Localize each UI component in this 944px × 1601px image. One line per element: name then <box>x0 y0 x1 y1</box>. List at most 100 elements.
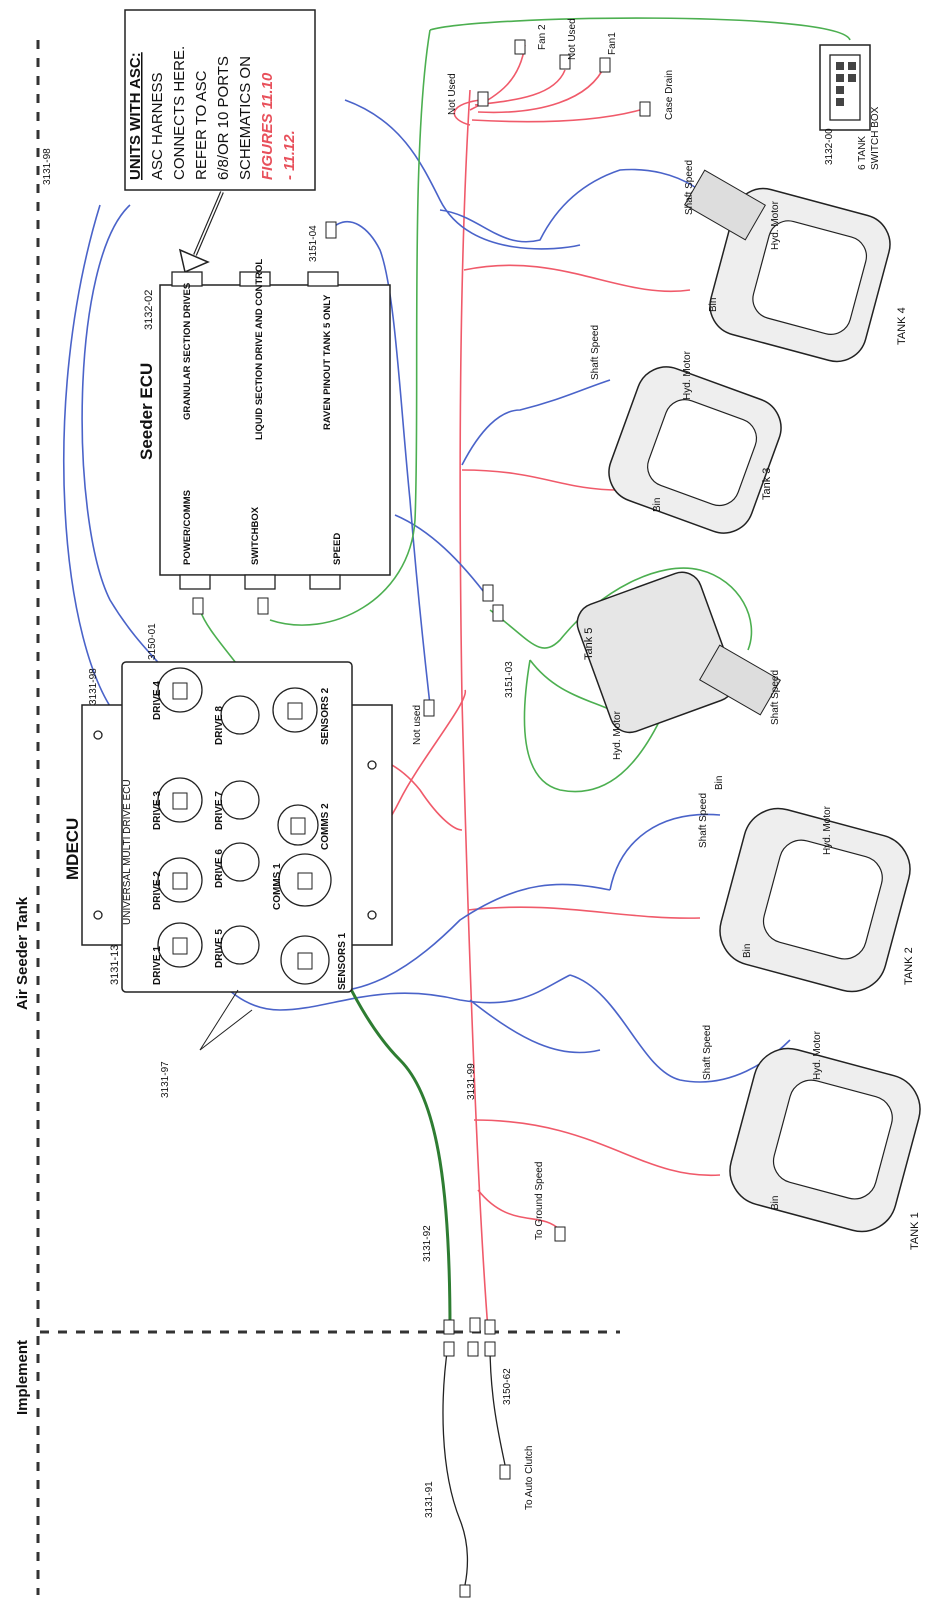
fan2-label: Fan 2 <box>537 24 548 50</box>
label-3131-97: 3131-97 <box>160 1061 171 1098</box>
harness-3150-62 <box>489 1344 506 1466</box>
switch-box-line2: SWITCH BOX <box>870 106 881 170</box>
tank4-meter <box>684 169 891 363</box>
label-drive5: DRIVE 5 <box>214 929 225 968</box>
label-comms2: COMMS 2 <box>320 803 331 850</box>
harness-3151-03-b <box>523 659 661 793</box>
not-used-left-wire <box>453 99 481 126</box>
drive1-plug <box>172 937 188 955</box>
note-line3: REFER TO ASC <box>193 70 210 180</box>
note-figures: FIGURES 11.10 <box>259 72 276 180</box>
tank5-plug-a <box>482 584 494 602</box>
speed-to-tank5-wire <box>394 514 491 601</box>
label-drive4: DRIVE 4 <box>152 681 163 720</box>
tank3-bin: Bin <box>652 498 663 512</box>
not-used-plug <box>423 699 435 717</box>
switchbox-plug <box>257 597 269 615</box>
harness-3151-04 <box>329 221 431 706</box>
label-3131-92: 3131-92 <box>422 1225 433 1262</box>
to-auto-clutch-label: To Auto Clutch <box>524 1446 535 1510</box>
tank4-bin: Bin <box>708 298 719 312</box>
not-used-left-plug <box>477 91 489 107</box>
mdecu-part: 3131-13 <box>109 945 121 985</box>
tank5-plug-b <box>492 604 504 622</box>
note-heading: UNITS WITH ASC: <box>127 52 144 180</box>
tank4-hyd-motor: Hyd. Motor <box>770 200 781 250</box>
label-3151-03: 3151-03 <box>504 661 515 698</box>
granular-port-connector <box>171 271 203 287</box>
tank2-bin-wire <box>467 906 701 919</box>
tank2-meter <box>719 807 911 993</box>
tank2-shaft-wire <box>609 813 721 891</box>
port-power-comms: POWER/COMMS <box>182 490 193 565</box>
drive3-plug <box>172 792 188 810</box>
switchbox-port-connector <box>244 574 276 590</box>
switchbox-harness <box>269 29 431 626</box>
tank4-shaft-wire <box>439 168 721 243</box>
ground-speed-wire <box>477 1189 561 1231</box>
sensors2-plug <box>287 702 303 720</box>
drive4-plug <box>172 682 188 700</box>
plug-3131-91-bottom <box>459 1584 471 1598</box>
mdecu-title: MDECU <box>63 818 82 880</box>
harness-3151-03-a <box>489 567 753 651</box>
switchbox-green-wire <box>429 17 851 41</box>
fan1-plug <box>599 57 611 73</box>
drive2-plug <box>172 872 188 890</box>
tank1-bin-wire <box>473 1119 721 1177</box>
note-line2: CONNECTS HERE. <box>171 46 188 180</box>
plug-3131-92 <box>443 1319 455 1335</box>
case-drain-wire <box>471 109 641 123</box>
asc-note-box: UNITS WITH ASC: ASC HARNESS CONNECTS HER… <box>124 9 316 191</box>
fan1-wire <box>477 64 606 114</box>
port-speed: SPEED <box>332 533 343 565</box>
not-used-top-plug <box>559 54 571 70</box>
to-ground-speed-label: To Ground Speed <box>534 1162 545 1240</box>
tank2-shaft-speed: Shaft Speed <box>698 793 709 848</box>
tank5-meter <box>576 571 781 734</box>
tank1-bin: Bin <box>770 1196 781 1210</box>
label-drive3: DRIVE 3 <box>152 791 163 830</box>
sensors1-plug <box>297 952 313 970</box>
switchbox-can-wire <box>344 99 581 250</box>
not-used-top-label: Not Used <box>567 18 578 60</box>
drive5-port <box>220 925 260 965</box>
case-drain-plug <box>639 101 651 117</box>
seeder-ecu-part: 3132-02 <box>143 290 155 330</box>
port-raven: RAVEN PINOUT TANK 5 ONLY <box>322 294 333 430</box>
fan1-label: Fan1 <box>607 32 618 55</box>
plug-3150-62-side <box>467 1341 479 1357</box>
drive6-port <box>220 842 260 882</box>
label-drive2: DRIVE 2 <box>152 871 163 910</box>
port-liquid: LIQUID SECTION DRIVE AND CONTROL <box>254 259 265 440</box>
plug-3131-91-top <box>443 1341 455 1357</box>
label-drive6: DRIVE 6 <box>214 849 225 888</box>
tank3-hyd-motor: Hyd. Motor <box>682 350 693 400</box>
harness-3131-98-drive4 <box>81 204 181 691</box>
tank1-shaft-wire <box>569 974 791 1083</box>
tank1-shaft-speed: Shaft Speed <box>702 1025 713 1080</box>
tank3-meter <box>608 366 782 534</box>
harness-3131-91 <box>442 1344 469 1586</box>
drive7-port <box>220 780 260 820</box>
auto-clutch-plug <box>499 1464 511 1480</box>
raven-plug <box>325 221 337 239</box>
tank1-meter <box>729 1047 921 1233</box>
tank1-label: TANK 1 <box>909 1212 921 1250</box>
plug-ground-speed <box>469 1317 481 1333</box>
drive8-port <box>220 695 260 735</box>
region-air-seeder-tank: Air Seeder Tank <box>14 896 31 1010</box>
label-drive1: DRIVE 1 <box>152 946 163 985</box>
label-3151-04: 3151-04 <box>308 225 319 262</box>
switch-box-line1: 6 TANK <box>857 136 868 170</box>
comms2-plug <box>290 817 306 835</box>
note-line1: ASC HARNESS <box>149 72 166 180</box>
fan2-plug <box>514 39 526 55</box>
label-sensors1: SENSORS 1 <box>337 932 348 990</box>
region-implement: Implement <box>14 1340 31 1415</box>
mdecu: MDECU UNIVERSAL MULTI DRIVE ECU 3131-13 … <box>63 661 393 993</box>
mdecu-subtitle: UNIVERSAL MULTI DRIVE ECU <box>122 779 133 925</box>
tank1-hyd-motor: Hyd. Motor <box>812 1030 823 1080</box>
not-used-wire <box>474 69 566 106</box>
tank3-label: Tank 3 <box>761 468 773 500</box>
